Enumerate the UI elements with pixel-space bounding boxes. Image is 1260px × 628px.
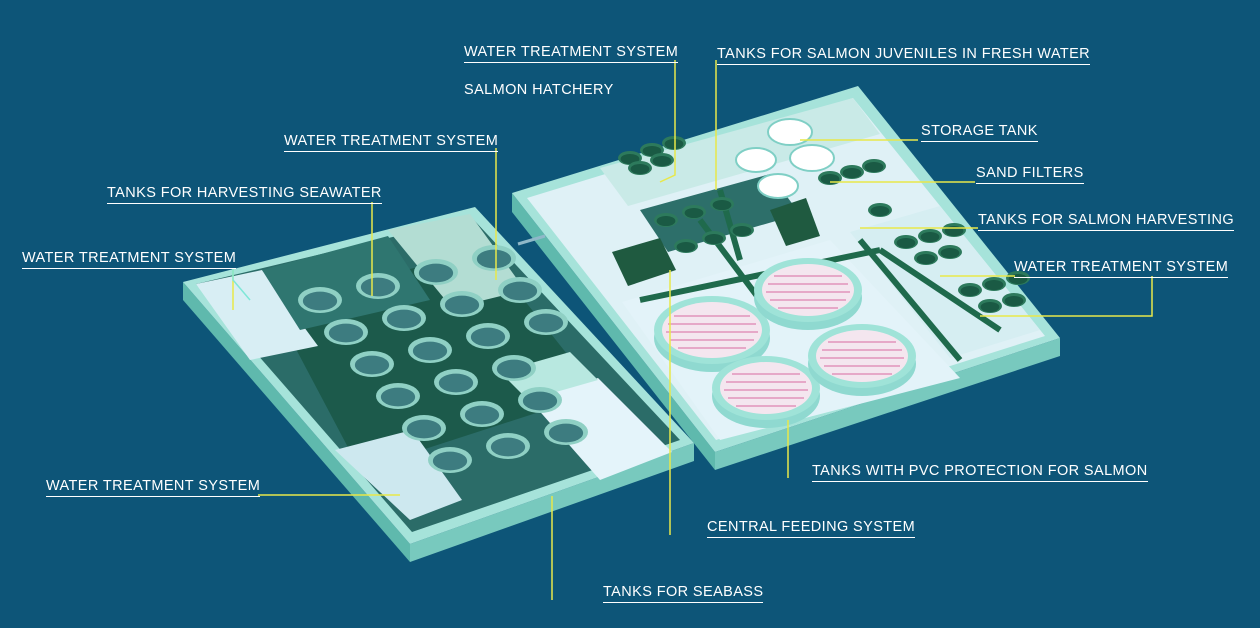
label-tanks-pvc-salmon: TANKS WITH PVC PROTECTION FOR SALMON (812, 462, 1148, 482)
tank-water (464, 405, 500, 425)
label-salmon-hatchery: SALMON HATCHERY (464, 82, 614, 98)
tank-water (438, 373, 474, 393)
storage-tanks (735, 118, 835, 199)
tank-water (432, 451, 468, 471)
tank-water (916, 253, 936, 265)
tank-water (642, 145, 662, 157)
tank-water (920, 231, 940, 243)
tank-water (470, 327, 506, 347)
tank-water (406, 419, 442, 439)
tank-water (732, 225, 752, 237)
tank-water (684, 207, 704, 219)
label-water-treatment-bottom-left: WATER TREATMENT SYSTEM (46, 477, 261, 497)
label-tanks-harvesting-seawater: TANKS FOR HARVESTING SEAWATER (107, 184, 382, 204)
tank-water (360, 277, 396, 297)
tank-water (940, 247, 960, 259)
seabass-tanks (298, 245, 588, 473)
tank-water (1004, 295, 1024, 307)
tank-water (984, 279, 1004, 291)
label-storage-tank: STORAGE TANK (921, 122, 1038, 142)
label-tanks-juveniles: TANKS FOR SALMON JUVENILES IN FRESH WATE… (717, 45, 1091, 65)
tank-water (496, 359, 532, 379)
tank-water (548, 423, 584, 443)
tank-water (302, 291, 338, 311)
tank-water (528, 313, 564, 333)
label-sand-filters: SAND FILTERS (976, 164, 1084, 184)
label-water-treatment-left-upper: WATER TREATMENT SYSTEM (284, 132, 499, 152)
leader-lines (232, 60, 1153, 600)
tank-water (522, 391, 558, 411)
tank-water (354, 355, 390, 375)
label-water-treatment-top: WATER TREATMENT SYSTEM (464, 43, 679, 63)
tank-water (870, 205, 890, 217)
label-water-treatment-left: WATER TREATMENT SYSTEM (22, 249, 237, 269)
tank-water (656, 215, 676, 227)
tank-water (412, 341, 448, 361)
tank-water (676, 241, 696, 253)
label-central-feeding: CENTRAL FEEDING SYSTEM (707, 518, 916, 538)
tank-water (664, 138, 684, 150)
tank-water (842, 167, 862, 179)
tank-water (386, 309, 422, 329)
accent-leaders (232, 268, 251, 301)
tank-water (476, 249, 512, 269)
tank-water (502, 281, 538, 301)
tank-water (980, 301, 1000, 313)
tank-water (380, 387, 416, 407)
tank-water (418, 263, 454, 283)
label-tanks-seabass: TANKS FOR SEABASS (603, 583, 764, 603)
tank-water (490, 437, 526, 457)
tank-water (328, 323, 364, 343)
tank-water (630, 163, 650, 175)
tank-water (620, 153, 640, 165)
tank-water (652, 155, 672, 167)
tank-water (896, 237, 916, 249)
pipes (639, 189, 1002, 362)
tank-water (960, 285, 980, 297)
tank-water (444, 295, 480, 315)
pvc-tanks (654, 258, 916, 428)
label-tanks-salmon-harvesting: TANKS FOR SALMON HARVESTING (978, 211, 1234, 231)
tank-water (864, 161, 884, 173)
tank-water (712, 199, 732, 211)
salmon-tanks (618, 136, 1030, 313)
label-water-treatment-right: WATER TREATMENT SYSTEM (1014, 258, 1229, 278)
tank-water (704, 233, 724, 245)
